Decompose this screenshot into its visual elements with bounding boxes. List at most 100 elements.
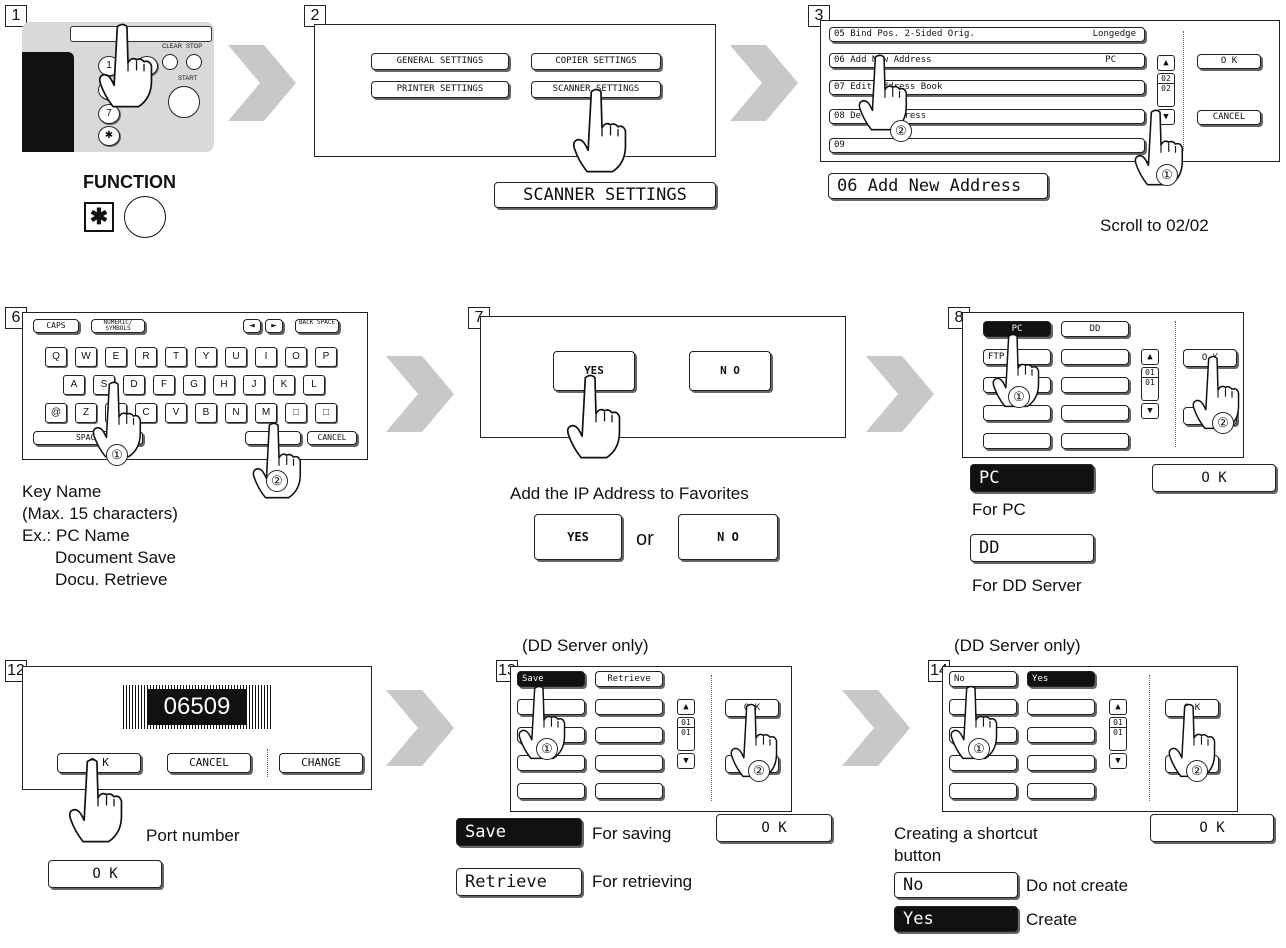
favorites-caption: Add the IP Address to Favorites xyxy=(510,484,749,503)
start-button[interactable] xyxy=(168,86,200,118)
scroll-up-icon[interactable]: ▲ xyxy=(1141,349,1159,365)
step-marker-2: ② xyxy=(890,120,912,142)
empty-button[interactable] xyxy=(1061,377,1129,393)
key[interactable]: F xyxy=(153,375,175,395)
next-arrow-icon xyxy=(386,356,454,432)
change-button[interactable]: CHANGE xyxy=(279,753,363,773)
key[interactable]: D xyxy=(123,375,145,395)
key[interactable]: G xyxy=(183,375,205,395)
empty-button[interactable] xyxy=(1061,433,1129,449)
ok-callout: O K xyxy=(716,814,832,842)
save-callout: Save xyxy=(456,818,582,846)
key[interactable]: P xyxy=(315,347,337,367)
page-total: 01 xyxy=(1142,377,1158,387)
empty-button[interactable] xyxy=(595,755,663,771)
key[interactable]: Z xyxy=(75,403,97,423)
step-marker-1: ① xyxy=(106,444,128,466)
key[interactable]: L xyxy=(303,375,325,395)
cancel-button[interactable]: CANCEL xyxy=(167,753,251,773)
key[interactable]: □ xyxy=(285,403,307,423)
key[interactable]: B xyxy=(195,403,217,423)
key[interactable]: Q xyxy=(45,347,67,367)
empty-button[interactable] xyxy=(595,727,663,743)
key[interactable]: A xyxy=(63,375,85,395)
empty-button[interactable] xyxy=(517,783,585,799)
scroll-up-icon[interactable]: ▲ xyxy=(1109,699,1127,715)
step-number: 1 xyxy=(5,5,27,27)
copier-settings-button[interactable]: COPIER SETTINGS xyxy=(531,53,661,70)
key[interactable]: M xyxy=(255,403,277,423)
page-total: 01 xyxy=(678,727,694,737)
cancel-button[interactable]: CANCEL xyxy=(1197,110,1261,125)
save-button[interactable]: Save xyxy=(517,671,585,687)
no-button[interactable]: N O xyxy=(689,351,771,391)
menu-row[interactable]: 09 xyxy=(829,138,1145,153)
empty-button[interactable] xyxy=(983,433,1051,449)
for-pc-caption: For PC xyxy=(972,500,1026,519)
function-key-strip xyxy=(70,26,212,42)
key[interactable]: K xyxy=(273,375,295,395)
empty-button[interactable] xyxy=(1027,727,1095,743)
scroll-up-icon[interactable]: ▲ xyxy=(677,699,695,715)
yes-button[interactable]: Yes xyxy=(1027,671,1095,687)
ok-callout: O K xyxy=(48,860,162,888)
start-label: START xyxy=(178,76,198,82)
scroll-up-icon[interactable]: ▲ xyxy=(1157,55,1175,71)
for-retrieving-caption: For retrieving xyxy=(592,872,693,891)
key[interactable]: J xyxy=(243,375,265,395)
general-settings-button[interactable]: GENERAL SETTINGS xyxy=(371,53,509,70)
hand-pointer-icon xyxy=(66,752,130,848)
keypad-key[interactable]: 7 xyxy=(98,104,120,124)
caption-line: (Max. 15 characters) xyxy=(22,504,178,523)
key[interactable]: W xyxy=(75,347,97,367)
empty-button[interactable] xyxy=(1027,755,1095,771)
empty-button[interactable] xyxy=(1027,783,1095,799)
stop-button[interactable] xyxy=(186,54,202,70)
do-not-create-caption: Do not create xyxy=(1026,876,1129,895)
key[interactable]: C xyxy=(135,403,157,423)
next-arrow-icon xyxy=(842,690,910,766)
scroll-down-icon[interactable]: ▼ xyxy=(677,753,695,769)
key[interactable]: H xyxy=(213,375,235,395)
scroll-down-icon[interactable]: ▼ xyxy=(1141,403,1159,419)
key[interactable]: O xyxy=(285,347,307,367)
empty-button[interactable] xyxy=(595,783,663,799)
caption-line: Document Save xyxy=(22,548,177,567)
empty-button[interactable] xyxy=(1061,405,1129,421)
cancel-key[interactable]: CANCEL xyxy=(307,431,357,445)
key[interactable]: I xyxy=(255,347,277,367)
scroll-down-icon[interactable]: ▼ xyxy=(1109,753,1127,769)
printer-settings-button[interactable]: PRINTER SETTINGS xyxy=(371,81,509,98)
caption-line: Key Name xyxy=(22,482,102,501)
page-total: 02 xyxy=(1158,83,1174,93)
empty-button[interactable] xyxy=(595,699,663,715)
key[interactable]: T xyxy=(165,347,187,367)
key[interactable]: V xyxy=(165,403,187,423)
key[interactable]: E xyxy=(105,347,127,367)
key[interactable]: Y xyxy=(195,347,217,367)
empty-button[interactable] xyxy=(1061,349,1129,365)
keypad-key[interactable]: ✱ xyxy=(98,126,120,146)
empty-button[interactable] xyxy=(949,783,1017,799)
no-button[interactable]: No xyxy=(949,671,1017,687)
key[interactable]: @ xyxy=(45,403,67,423)
key[interactable]: □ xyxy=(315,403,337,423)
numeric-symbols-key[interactable]: NUMERIC/ SYMBOLS xyxy=(91,319,145,333)
row-value: Longedge xyxy=(1092,29,1136,39)
key[interactable]: U xyxy=(225,347,247,367)
right-arrow-key[interactable]: ► xyxy=(265,319,283,333)
shortcut-caption: Creating a shortcut xyxy=(894,824,1038,843)
backspace-key[interactable]: BACK SPACE xyxy=(295,319,339,333)
key[interactable]: R xyxy=(135,347,157,367)
retrieve-button[interactable]: Retrieve xyxy=(595,671,663,687)
empty-button[interactable] xyxy=(1027,699,1095,715)
dd-button[interactable]: DD xyxy=(1061,321,1129,337)
caps-key[interactable]: CAPS xyxy=(33,319,79,333)
divider xyxy=(1175,321,1176,447)
menu-row[interactable]: 05 Bind Pos. 2-Sided Orig. Longedge xyxy=(829,27,1145,42)
ok-button[interactable]: O K xyxy=(1197,54,1261,69)
next-arrow-icon xyxy=(730,45,798,121)
key[interactable]: N xyxy=(225,403,247,423)
left-arrow-key[interactable]: ◄ xyxy=(243,319,261,333)
clear-button[interactable] xyxy=(162,54,178,70)
